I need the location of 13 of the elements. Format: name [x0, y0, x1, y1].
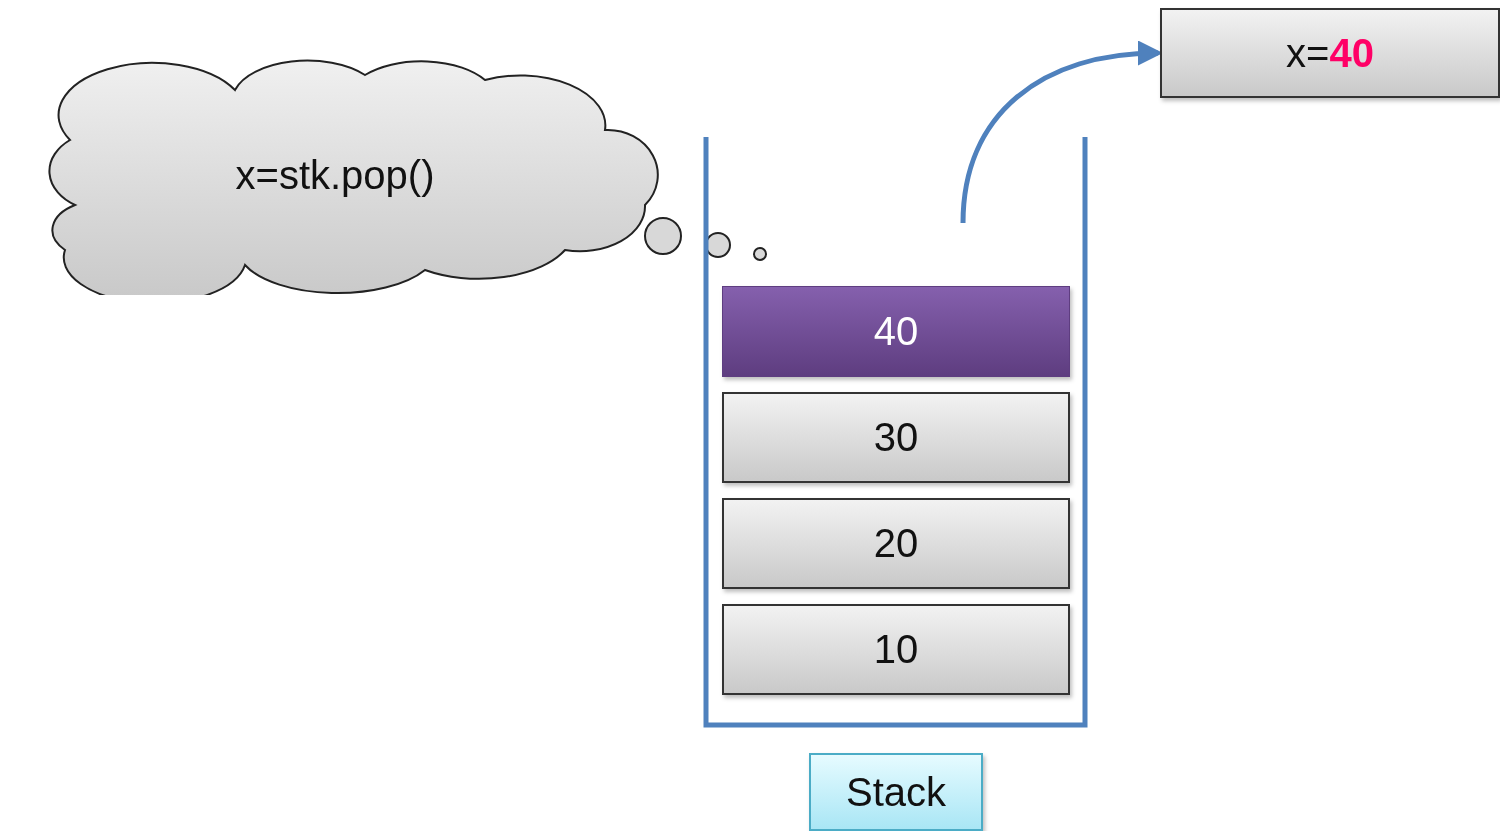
result-box: [1160, 8, 1500, 98]
node-text: 40: [873, 309, 919, 354]
node-text: 30: [873, 415, 919, 460]
node-text: 10: [873, 627, 919, 672]
stack-item: [722, 498, 1070, 589]
node-text: Stack: [845, 769, 946, 815]
node-text: 20: [873, 521, 919, 566]
node-text: x=stk.pop(): [235, 152, 435, 198]
stack-item: [722, 286, 1070, 377]
stack-label-box: [809, 753, 983, 831]
stack-item: [722, 392, 1070, 483]
stack-item: [722, 604, 1070, 695]
node-text: x=40: [1286, 30, 1374, 76]
